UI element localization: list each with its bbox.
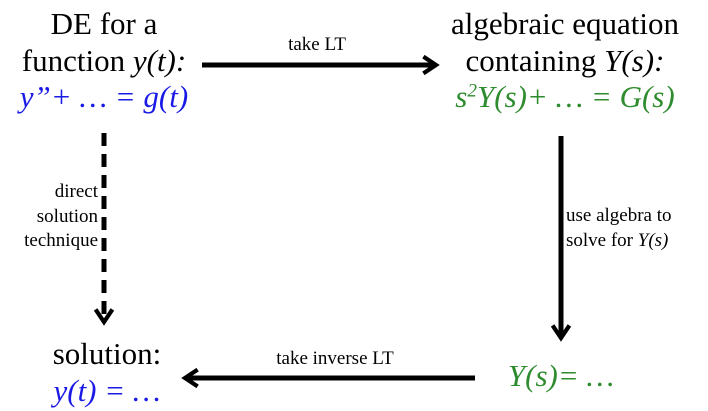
algebraic-subtitle: containing Y(s): [465,42,665,78]
solution-node: solution: y(t) = … [32,336,182,409]
solution-equation: y(t) = … [53,372,161,408]
ys-equation: Y(s)= … [507,358,615,393]
de-title: DE for a [50,6,158,41]
de-equation: y”+ … = g(t) [19,79,189,115]
algebraic-equation: s2Y(s)+ … = G(s) [455,79,675,115]
de-subtitle: function y(t): [21,42,187,78]
take-lt-label: take LT [288,34,346,55]
algebraic-title: algebraic equation [450,6,680,41]
de-node: DE for a function y(t): y”+ … = g(t) [14,6,194,116]
direct-solution-label: direct solution technique [24,181,98,252]
inverse-node: Y(s)= … [486,358,636,395]
solution-title: solution: [52,336,162,371]
algebra-label: use algebra to solve for Y(s) [566,205,672,251]
algebraic-node: algebraic equation containing Y(s): s2Y(… [430,6,700,116]
inverse-lt-label: take inverse LT [276,348,394,369]
